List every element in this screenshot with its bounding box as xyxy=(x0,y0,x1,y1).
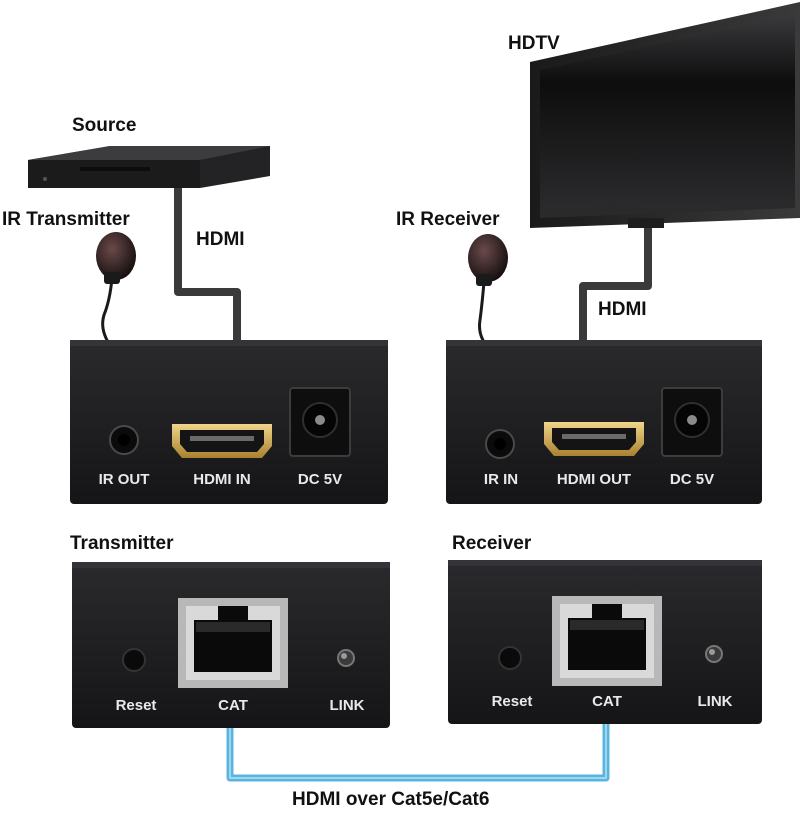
ir-transmitter-emitter xyxy=(96,232,136,284)
cat-cable xyxy=(226,724,610,782)
cat-label: CAT xyxy=(592,693,622,710)
hdtv-label: HDTV xyxy=(508,33,560,54)
receiver-back-panel xyxy=(448,560,762,724)
dc-5v-label: DC 5V xyxy=(669,471,715,488)
reset-label: Reset xyxy=(491,693,533,710)
receiver-label: Receiver xyxy=(452,533,532,554)
transmitter-label: Transmitter xyxy=(70,533,174,554)
cat-cable-label: HDMI over Cat5e/Cat6 xyxy=(292,789,490,810)
cat-port xyxy=(178,598,288,688)
ir-receiver-label: IR Receiver xyxy=(396,209,500,230)
link-label: LINK xyxy=(697,693,733,710)
hdmi-cable-source xyxy=(174,178,241,342)
ir-in-label: IR IN xyxy=(483,471,519,488)
source-label: Source xyxy=(72,115,137,136)
link-label: LINK xyxy=(329,697,365,714)
cat-label: CAT xyxy=(218,697,248,714)
ir-receiver-sensor xyxy=(468,234,508,286)
reset-button xyxy=(498,646,522,670)
receiver-front-panel xyxy=(446,340,762,504)
ir-transmitter-wire xyxy=(101,277,114,343)
hdmi-tv-cable-label: HDMI xyxy=(598,299,647,320)
dc-5v-label: DC 5V xyxy=(297,471,343,488)
hdmi-out-label: HDMI OUT xyxy=(556,471,632,488)
source-device xyxy=(28,146,270,188)
ir-transmitter-label: IR Transmitter xyxy=(2,209,130,230)
transmitter-front-panel xyxy=(70,340,388,504)
hdtv-device xyxy=(530,2,800,228)
transmitter-back-panel xyxy=(72,562,390,728)
ir-out-label: IR OUT xyxy=(98,471,150,488)
reset-label: Reset xyxy=(115,697,157,714)
reset-button xyxy=(122,648,146,672)
cat-port xyxy=(552,596,662,686)
hdmi-in-label: HDMI IN xyxy=(193,471,251,488)
hdmi-source-cable-label: HDMI xyxy=(196,229,245,250)
hdmi-cable-tv xyxy=(579,228,652,342)
ir-receiver-wire xyxy=(478,281,486,343)
